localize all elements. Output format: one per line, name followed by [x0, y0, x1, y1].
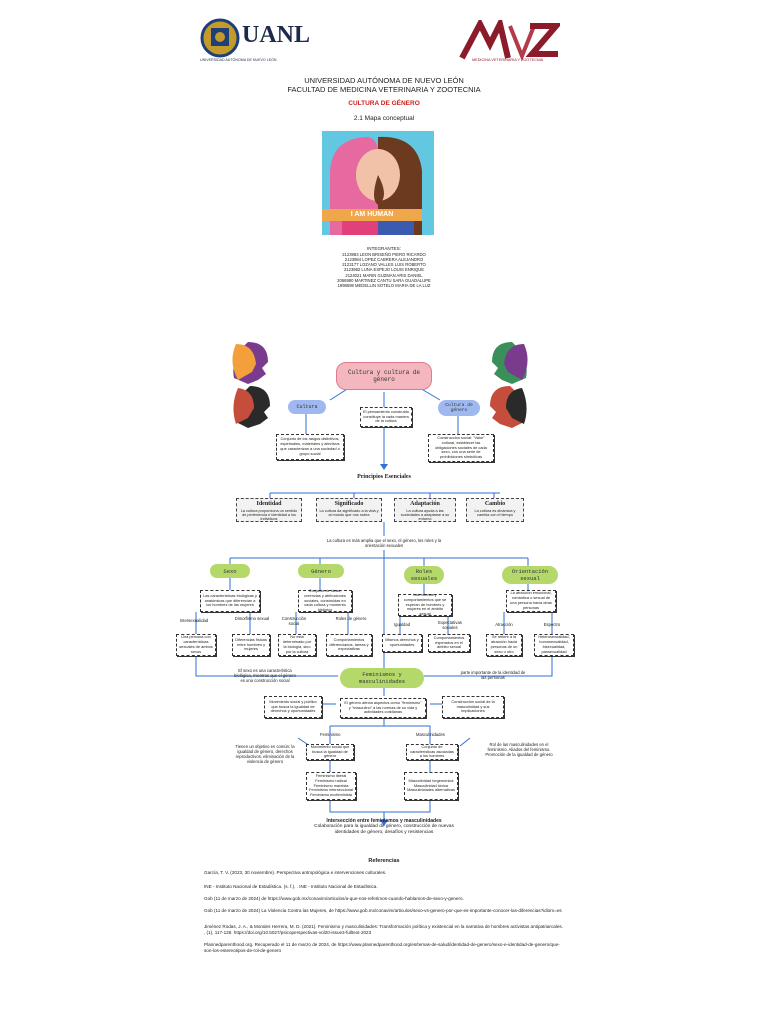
- principle-name: Significado: [334, 501, 364, 507]
- category-roles-sexuales: Roles sexuales: [404, 566, 444, 584]
- masculinidades-label: Masculinidades: [416, 732, 445, 737]
- sub-box-espectro: Heterosexualidad, homosexualidad, bisexu…: [534, 634, 574, 656]
- feminism-types-box: Feminismo liberal Feminismo radical Femi…: [306, 772, 356, 800]
- member-item: 2123177 LOZANO VALLES LUIS ROBERTO: [342, 262, 426, 268]
- reference-item: Gob (11 de marzo de 2024) de https://www…: [204, 896, 464, 901]
- label-expectativas: Expectativas sociales: [438, 620, 462, 630]
- intersection-text: Colaboración para la igualdad de género,…: [314, 824, 454, 836]
- profiles-left-icon: [232, 342, 270, 428]
- member-item: 2123982 LUNA ESPEJO LOUIS ENRIQUE: [343, 267, 425, 273]
- member-item: 2066990 MARTINEZ CANTU SARA GUADALUPE: [337, 277, 431, 283]
- label-intersexualidad: Intersexualidad: [179, 618, 209, 623]
- center-note-box: El pensamiento construido constituye la …: [360, 407, 412, 427]
- label-roles-genero: Roles de género: [335, 616, 367, 621]
- sexo-gender-note: El sexo es una característica biológica,…: [234, 668, 296, 684]
- uanl-logo: UANL UNIVERSIDAD AUTÓNOMA DE NUEVO LEÓN: [198, 16, 311, 66]
- principle-name: Identidad: [256, 501, 282, 507]
- category-orientacion-sexual: Orientación sexual: [502, 566, 558, 584]
- feminismo-label: Feminismo: [320, 732, 341, 737]
- reference-item: Gob (11 de marzo de 2024) La Violencia C…: [204, 908, 562, 913]
- category-genero: Género: [298, 564, 344, 578]
- sexo-definition-box: Las características biológicas y anatómi…: [200, 590, 260, 612]
- identity-note: parte importante de la identidad de las …: [460, 670, 526, 681]
- label-igualdad: Igualdad: [393, 622, 411, 627]
- uanl-logo-text: UANL: [242, 22, 311, 48]
- reference-item: Plannedparenthood.org. Recuperado el 11 …: [204, 942, 560, 954]
- sub-box-igualdad: Mismos derechos y oportunidades: [382, 634, 422, 652]
- principle-name: Adaptación: [410, 501, 440, 507]
- member-item: 1998598 MEDELLIN SOTELO MARIA DE LA LUZ: [337, 283, 431, 289]
- cultura-genero-node: Cultura de género: [438, 400, 480, 416]
- intersection-title: Intersección entre feminismos y masculin…: [326, 818, 442, 824]
- masculinity-definition-box: Construcción social de la masculinidad y…: [442, 696, 504, 718]
- principle-text: La cultura ayuda a las sociedades a adap…: [400, 509, 450, 521]
- masculinity-characteristics-box: Conjunto de características asociadas a …: [406, 744, 458, 760]
- orientation-definition-box: La atracción emocional, romántica o sexu…: [506, 590, 556, 612]
- principle-identidad: Identidad La cultura proporciona un sent…: [236, 498, 302, 522]
- cover-banner: I AM HUMAN: [322, 209, 422, 221]
- label-dimorfismo: Dimorfismo sexual: [234, 616, 270, 621]
- genero-definition-box-2: Conjunto de ideas, creencias y atribucio…: [298, 588, 352, 612]
- reference-item: García, T. V. (2023, 30 noviembre). Pers…: [204, 870, 387, 875]
- fmvz-logo: MEDICINA VETERINARIA Y ZOOTECNIA: [458, 15, 563, 66]
- principle-cambio: Cambio La cultura es dinámica y cambia c…: [466, 498, 524, 522]
- fmvz-logo-subtitle: MEDICINA VETERINARIA Y ZOOTECNIA: [472, 58, 544, 62]
- fmvz-emblem-icon: [459, 15, 563, 62]
- sub-box-dimorfismo: Diferencias físicas entre hombres y muje…: [232, 634, 270, 656]
- roles-definition-box: Las normas y comportamientos que se espe…: [398, 592, 452, 616]
- feminism-movement-box: Movimiento social que busca la igualdad …: [306, 744, 354, 760]
- feminismos-masculinidades-node: Feminismos y masculinidades: [340, 668, 424, 688]
- category-sexo: Sexo: [210, 564, 250, 578]
- title-block: UNIVERSIDAD AUTÓNOMA DE NUEVO LEÓN FACUL…: [0, 76, 768, 95]
- cultura-definition-box: Conjunto de los rasgos distintivos, espi…: [276, 434, 344, 460]
- broad-culture-note: La cultura es más amplia que el sexo, el…: [326, 538, 442, 549]
- gender-norms-box: El género afecta aspectos como "feminism…: [340, 698, 426, 718]
- university-name: UNIVERSIDAD AUTÓNOMA DE NUEVO LEÓN: [304, 76, 464, 85]
- member-item: 2123983 LEON BRISEÑO PIERO RICARDO: [342, 251, 426, 257]
- faculty-name: FACULTAD DE MEDICINA VETERINARIA Y ZOOTE…: [287, 85, 481, 95]
- members-list: INTEGRANTES: 2123983 LEON BRISEÑO PIERO …: [284, 246, 484, 288]
- principle-name: Cambio: [484, 501, 506, 507]
- members-title: INTEGRANTES:: [367, 246, 401, 251]
- principles-title: Principios Esenciales: [357, 474, 411, 480]
- sub-box-construccion: No está determinado por la biología, sin…: [278, 634, 316, 656]
- masculinity-types-box: Masculinidad hegemónica Masculinidad tóx…: [404, 772, 458, 800]
- principle-text: La cultura da significado a la vida y al…: [319, 509, 379, 517]
- sub-box-expectativas: Comportamientos esperados en el ámbito s…: [428, 634, 470, 652]
- principle-text: La cultura es dinámica y cambia con el t…: [474, 509, 516, 517]
- profiles-right-icon: [490, 342, 528, 428]
- feminism-common-goal-note: Tienen un objetivo en común: la igualdad…: [235, 744, 295, 765]
- reference-item: INE - Instituto Nacional de Estadística.…: [204, 884, 378, 889]
- map-title-node: Cultura y cultura de género: [336, 362, 432, 390]
- label-atraccion: Atracción: [495, 622, 513, 627]
- cultura-node: Cultura: [288, 400, 326, 414]
- course-name: CULTURA DE GÉNERO: [348, 100, 420, 107]
- reference-item: Jiménez Rodas, J. A., & Morales Herrera,…: [204, 924, 563, 936]
- principle-adaptacion: Adaptación La cultura ayuda a las socied…: [394, 498, 456, 522]
- sub-box-atraccion: Se refiere a la atracción hacia personas…: [486, 634, 522, 656]
- uanl-logo-subtitle: UNIVERSIDAD AUTÓNOMA DE NUEVO LEÓN: [200, 58, 277, 62]
- member-item: 2123984 LOPEZ CABRERA ALEJANDRO: [344, 256, 424, 262]
- principle-significado: Significado La cultura da significado a …: [316, 498, 382, 522]
- genero-definition-box: Construcción social: "Valor" cultural, e…: [428, 434, 494, 462]
- cover-illustration: I AM HUMAN: [322, 131, 434, 235]
- feminism-definition-box: Movimiento social y político que busca l…: [264, 696, 322, 718]
- sub-box-intersexualidad: Una persona con características sexuales…: [176, 634, 216, 656]
- references-title: Referencias: [368, 858, 400, 864]
- sub-box-roles-genero: Comportamientos diferenciados, tareas y …: [326, 634, 372, 656]
- label-espectro: Espectro: [543, 622, 561, 627]
- masculinity-role-note: Rol de las masculinidades en el feminism…: [485, 742, 553, 758]
- principle-text: La cultura proporciona un sentido de per…: [240, 509, 298, 521]
- uanl-seal-icon: [200, 18, 240, 58]
- member-item: 2124021 MARIN GUZMAN ARIS DANIEL: [345, 272, 423, 278]
- assignment-title: 2.1 Mapa conceptual: [353, 115, 415, 122]
- label-construccion-social: Construcción social: [281, 616, 307, 626]
